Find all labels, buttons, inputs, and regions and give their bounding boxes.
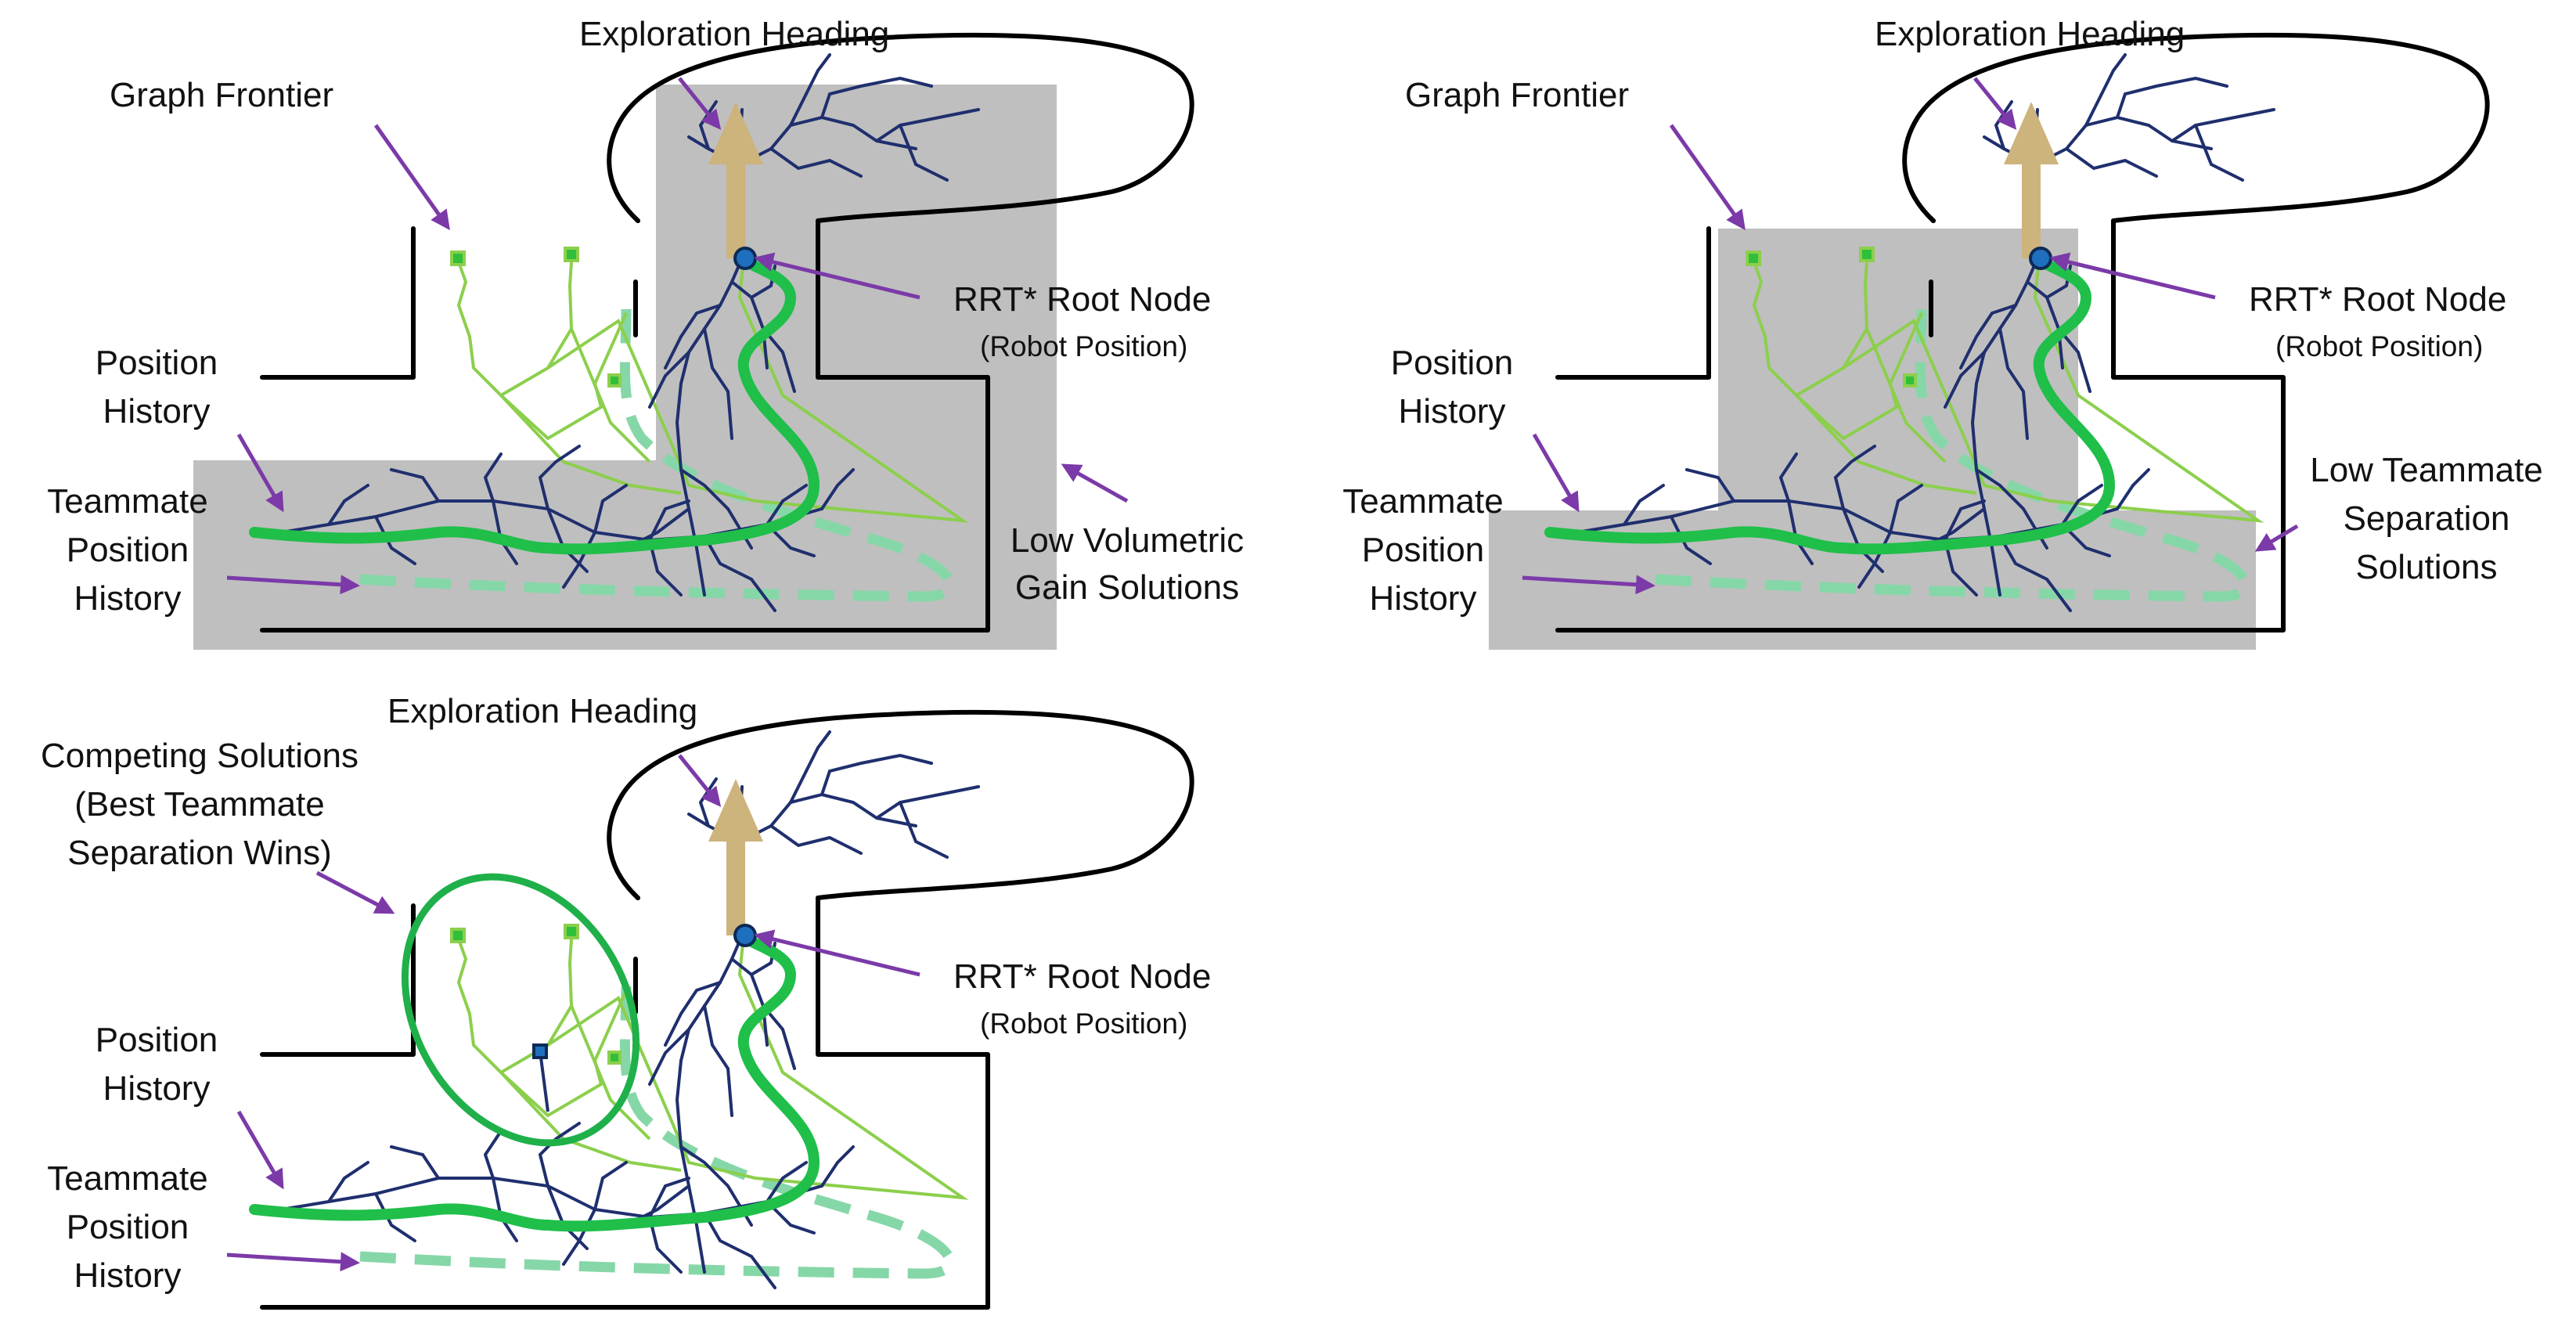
graph-frontier-label: Graph Frontier bbox=[110, 76, 333, 114]
low-separation-label-line2: Separation bbox=[2344, 499, 2510, 538]
low-volumetric-label-line2: Gain Solutions bbox=[1015, 568, 1239, 607]
arrow bbox=[754, 252, 921, 300]
arrow bbox=[2254, 524, 2299, 552]
frontier-node-icon bbox=[1859, 247, 1875, 262]
position-history-label-line1: Position bbox=[95, 344, 218, 382]
robot-position-label: (Robot Position) bbox=[2275, 330, 2483, 362]
teammate-history-label-line2: Position bbox=[67, 531, 189, 569]
exploration-heading-label: Exploration Heading bbox=[387, 692, 697, 730]
teammate-history-label-line3: History bbox=[74, 579, 182, 618]
arrow bbox=[1522, 575, 1655, 595]
position-history-label-line2: History bbox=[103, 392, 211, 431]
low-volumetric-region-upper bbox=[656, 85, 1057, 462]
arrow bbox=[1973, 77, 2017, 130]
frontier-node-icon bbox=[450, 928, 466, 943]
teammate-history-label-line2: Position bbox=[1362, 531, 1485, 569]
teammate-history-label-line1: Teammate bbox=[1342, 482, 1503, 521]
rrt-root-node-label: RRT* Root Node bbox=[953, 280, 1211, 319]
teammate-history-label-line2: Position bbox=[67, 1208, 189, 1246]
teammate-history-label-line1: Teammate bbox=[47, 1159, 207, 1198]
frontier-node-icon bbox=[607, 373, 621, 387]
frontier-node-icon bbox=[1903, 373, 1917, 387]
frontier-node-icon bbox=[532, 1043, 548, 1059]
teammate-history-label-line3: History bbox=[74, 1256, 182, 1295]
arrow bbox=[236, 1110, 284, 1190]
graph-frontier-label: Graph Frontier bbox=[1405, 76, 1629, 114]
panel-competing-solutions: Exploration Heading Competing Solutions … bbox=[41, 692, 1211, 1307]
position-history-label-line1: Position bbox=[1391, 344, 1514, 382]
low-volumetric-region bbox=[193, 460, 1057, 650]
arrow bbox=[678, 754, 722, 807]
arrow bbox=[226, 1252, 360, 1272]
root-node-icon bbox=[733, 247, 757, 270]
teammate-history-label-line3: History bbox=[1370, 579, 1477, 618]
rrt-root-node-label: RRT* Root Node bbox=[953, 957, 1211, 996]
position-history-label-line2: History bbox=[103, 1069, 211, 1108]
low-separation-label-line1: Low Teammate bbox=[2310, 451, 2543, 489]
teammate-history-label-line1: Teammate bbox=[47, 482, 207, 521]
frontier-node-icon bbox=[564, 924, 579, 939]
root-node-icon bbox=[733, 924, 757, 947]
panel-teammate-separation: Exploration Heading Graph Frontier RRT* … bbox=[1342, 15, 2543, 650]
frontier-node-icon bbox=[1746, 251, 1761, 266]
rrt-root-node-label: RRT* Root Node bbox=[2249, 280, 2506, 319]
robot-position-label: (Robot Position) bbox=[980, 1007, 1187, 1040]
arrow bbox=[226, 575, 360, 595]
frontier-node-icon bbox=[607, 1051, 621, 1065]
arrow bbox=[678, 77, 722, 130]
competing-solutions-ellipse bbox=[401, 873, 640, 1147]
exploration-heading-label: Exploration Heading bbox=[1875, 15, 2185, 53]
competing-solutions-label-line3: Separation Wins) bbox=[67, 834, 331, 872]
frontier-node-icon bbox=[450, 251, 466, 266]
arrow bbox=[1532, 433, 1580, 513]
panel-volumetric-gain: Exploration Heading Graph Frontier RRT* … bbox=[47, 15, 1244, 650]
competing-solutions-label-line2: (Best Teammate bbox=[74, 785, 325, 824]
arrow bbox=[315, 870, 395, 914]
robot-position-label: (Robot Position) bbox=[980, 330, 1187, 362]
root-node-icon bbox=[2029, 247, 2052, 270]
low-volumetric-label-line1: Low Volumetric bbox=[1011, 521, 1244, 560]
arrow bbox=[2049, 252, 2216, 300]
competing-solutions-label-line1: Competing Solutions bbox=[41, 737, 358, 775]
arrow bbox=[373, 124, 450, 231]
exploration-heading-label: Exploration Heading bbox=[579, 15, 889, 53]
position-history-label-line2: History bbox=[1399, 392, 1506, 431]
position-history-label-line1: Position bbox=[95, 1021, 218, 1059]
arrow bbox=[1061, 463, 1129, 503]
arrow bbox=[754, 929, 921, 977]
low-separation-region-upper bbox=[1718, 229, 2078, 512]
frontier-node-icon bbox=[564, 247, 579, 262]
arrow bbox=[1669, 124, 1746, 231]
arrow bbox=[236, 433, 284, 513]
low-separation-label-line3: Solutions bbox=[2355, 548, 2497, 586]
